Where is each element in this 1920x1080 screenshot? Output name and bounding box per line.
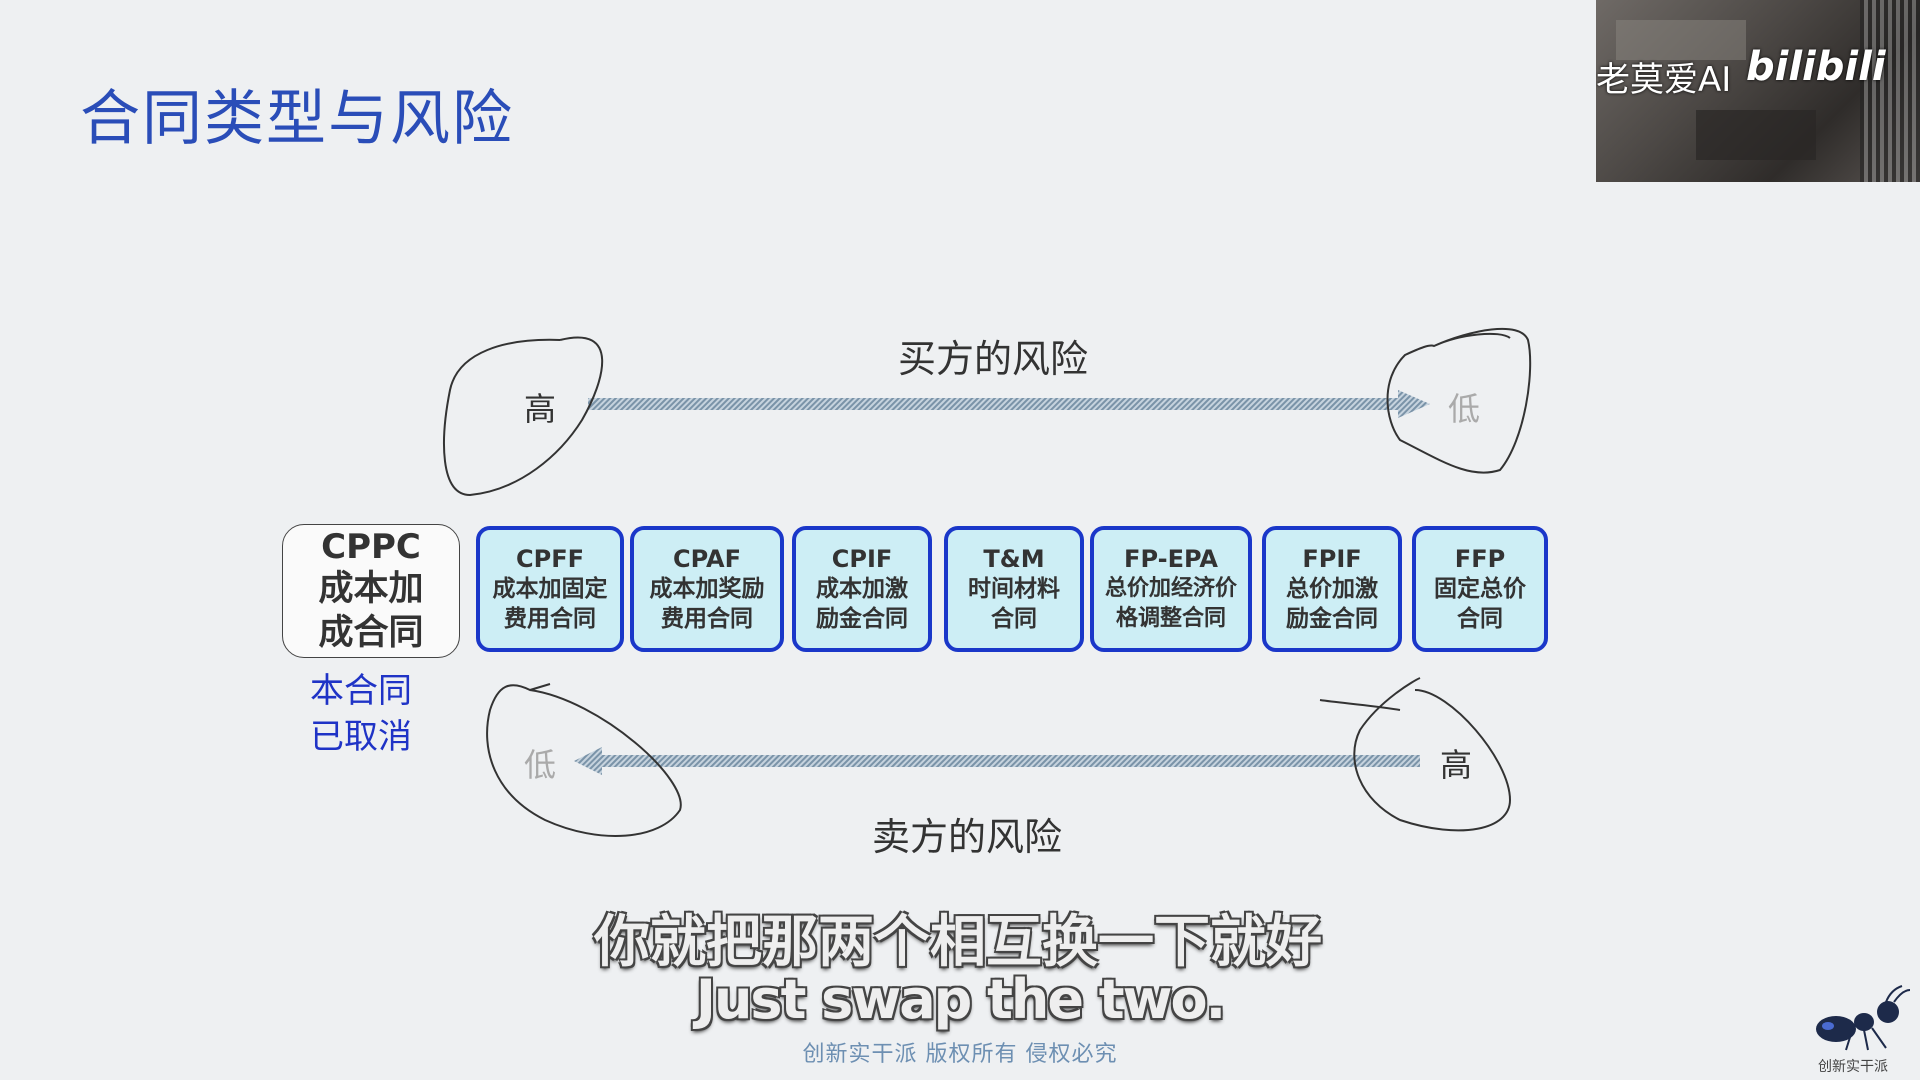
contract-name: 固定总价 合同	[1434, 576, 1526, 632]
contract-name: 时间材料 合同	[968, 576, 1060, 632]
contract-code: FPIF	[1302, 545, 1362, 573]
contract-box-ffp: FFP 固定总价 合同	[1412, 526, 1548, 652]
seller-risk-high: 高	[1440, 746, 1473, 784]
seller-risk-low: 低	[524, 746, 557, 784]
contract-code: FP-EPA	[1124, 545, 1218, 573]
contract-name: 成本加激 励金合同	[816, 576, 908, 632]
buyer-risk-arrow	[588, 390, 1430, 418]
contract-code: CPFF	[516, 545, 584, 573]
bilibili-logo: bilibili	[1746, 44, 1886, 90]
contract-name: 成本加固定 费用合同	[492, 576, 608, 632]
seller-risk-arrow	[574, 747, 1420, 775]
buyer-risk-low: 低	[1448, 390, 1481, 428]
contract-name: 成本加 成合同	[318, 569, 424, 653]
handdrawn-circle-seller-low	[486, 683, 682, 837]
contract-code: CPPC	[321, 527, 421, 567]
streamer-name: 老莫爱AI	[1596, 60, 1732, 100]
handdrawn-circle-seller-high	[1319, 677, 1512, 832]
contract-box-cpaf: CPAF 成本加奖励 费用合同	[630, 526, 784, 652]
buyer-risk-label: 买方的风险	[898, 337, 1089, 381]
contract-name: 总价加经济价 格调整合同	[1104, 576, 1237, 631]
contract-name: 总价加激 励金合同	[1286, 576, 1378, 632]
cppc-cancelled-note: 本合同 已取消	[310, 671, 412, 757]
logo-text: 创新实干派	[1818, 1059, 1888, 1075]
subtitle-english: Just swap the two.	[695, 968, 1226, 1031]
contract-code: CPAF	[673, 545, 741, 573]
contract-box-cppc: CPPC 成本加 成合同	[282, 524, 460, 658]
contract-box-cpif: CPIF 成本加激 励金合同	[792, 526, 932, 652]
webcam-background-blinds	[1860, 0, 1920, 182]
slide-title: 合同类型与风险	[80, 84, 514, 154]
contract-box-cpff: CPFF 成本加固定 费用合同	[476, 526, 624, 652]
subtitle-chinese: 你就把那两个相互换一下就好	[594, 910, 1322, 975]
contract-code: FFP	[1454, 545, 1506, 573]
contract-code: T&M	[983, 545, 1045, 573]
ant-logo-icon	[1816, 985, 1911, 1051]
webcam-background-shelf	[1616, 20, 1746, 60]
webcam-background-desk	[1696, 110, 1816, 160]
contract-box-tm: T&M 时间材料 合同	[944, 526, 1084, 652]
contract-box-fp-epa: FP-EPA 总价加经济价 格调整合同	[1090, 526, 1252, 652]
buyer-risk-high: 高	[524, 390, 557, 428]
seller-risk-label: 卖方的风险	[872, 815, 1063, 859]
webcam-overlay: 老莫爱AI bilibili	[1596, 0, 1920, 182]
contract-name: 成本加奖励 费用合同	[649, 576, 765, 632]
contract-box-fpif: FPIF 总价加激 励金合同	[1262, 526, 1402, 652]
contract-code: CPIF	[831, 545, 893, 573]
copyright-notice: 创新实干派 版权所有 侵权必究	[802, 1042, 1118, 1067]
